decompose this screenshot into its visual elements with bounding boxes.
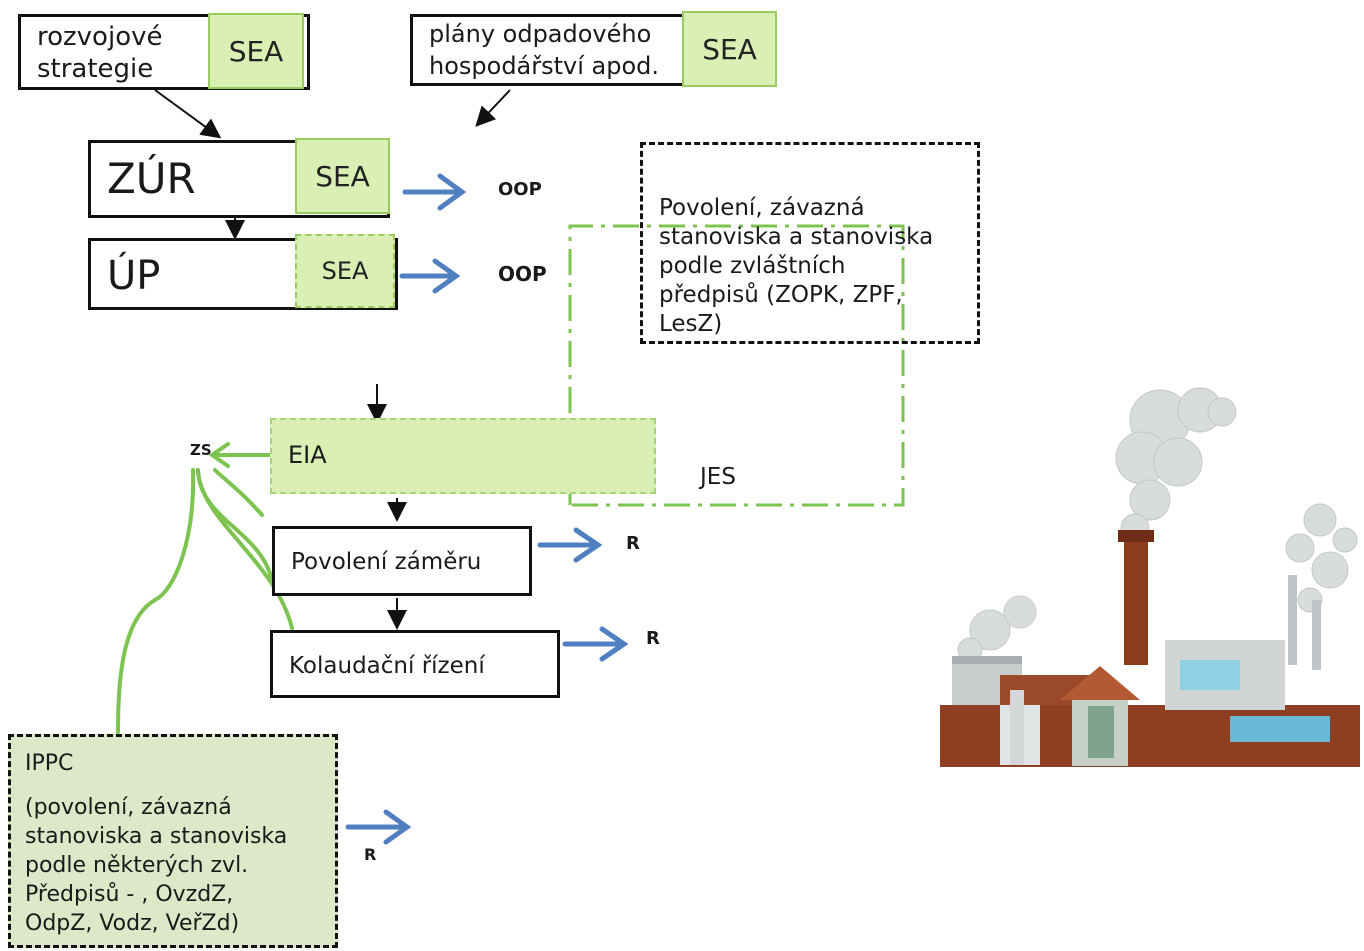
- arrow-plans-down: [475, 89, 511, 127]
- ippc-line-3: podle některých zvl.: [25, 853, 249, 878]
- up-label: ÚP: [107, 253, 161, 299]
- povoleni-zameru-label: Povolení záměru: [291, 549, 482, 575]
- ippc-line-1: (povolení, závazná: [25, 795, 232, 820]
- kolaudacni-rizeni-label: Kolaudační řízení: [289, 653, 485, 679]
- blue-arrow-zur-oop: [402, 173, 467, 211]
- blue-arrow-povoleni-r: [537, 527, 603, 563]
- special-permits-line-4: předpisů (ZOPK, ZPF,: [659, 282, 903, 308]
- zs-label: ZS: [190, 441, 212, 459]
- povoleni-zameru-box: Povolení záměru: [272, 526, 532, 596]
- jes-boundary: [568, 224, 905, 507]
- ippc-r: R: [364, 845, 377, 864]
- special-permits-line-2: stanoviska a stanoviska: [659, 224, 934, 250]
- development-strategies-sea: SEA: [208, 13, 304, 89]
- zur-oop: OOP: [498, 179, 542, 200]
- up-oop: OOP: [498, 262, 547, 286]
- povoleni-zameru-r: R: [626, 533, 640, 554]
- ippc-box: IPPC (povolení, závazná stanoviska a sta…: [8, 734, 338, 948]
- ippc-title: IPPC: [25, 751, 74, 776]
- jes-label: JES: [700, 464, 736, 490]
- zur-sea: SEA: [295, 138, 390, 214]
- up-sea: SEA: [295, 234, 395, 308]
- zur-label: ZÚR: [107, 154, 196, 203]
- blue-arrow-kolaudace-r: [562, 626, 629, 662]
- eia-box: EIA: [270, 418, 656, 494]
- special-permits-box: Povolení, závazná stanoviska a stanovisk…: [640, 142, 980, 344]
- special-permits-line-3: podle zvláštních: [659, 253, 846, 279]
- development-strategies-line2: strategie: [37, 54, 154, 84]
- special-permits-line-5: LesZ): [659, 311, 723, 337]
- kolaudacni-rizeni-box: Kolaudační řízení: [270, 630, 560, 698]
- ippc-line-2: stanoviska a stanoviska: [25, 824, 288, 849]
- development-strategies-line1: rozvojové: [37, 22, 163, 52]
- blue-arrow-ippc-r: [345, 809, 412, 845]
- blue-arrow-up-oop: [399, 258, 461, 294]
- factory-illustration: [940, 387, 1360, 767]
- waste-plans-sea: SEA: [682, 11, 777, 87]
- kolaudacni-rizeni-r: R: [646, 628, 660, 649]
- eia-label: EIA: [288, 441, 327, 469]
- waste-plans-line1: plány odpadového: [429, 20, 652, 48]
- arrow-strategie-to-zur: [154, 89, 222, 139]
- waste-plans-line2: hospodářství apod.: [429, 52, 660, 80]
- waste-plans-box: plány odpadového hospodářství apod.: [410, 14, 685, 86]
- green-connectors: [116, 442, 294, 734]
- ippc-line-4: Předpisů - , OvzdZ,: [25, 882, 234, 907]
- special-permits-line-1: Povolení, závazná: [659, 195, 865, 221]
- ippc-line-5: OdpZ, Vodz, VeřZd): [25, 911, 240, 936]
